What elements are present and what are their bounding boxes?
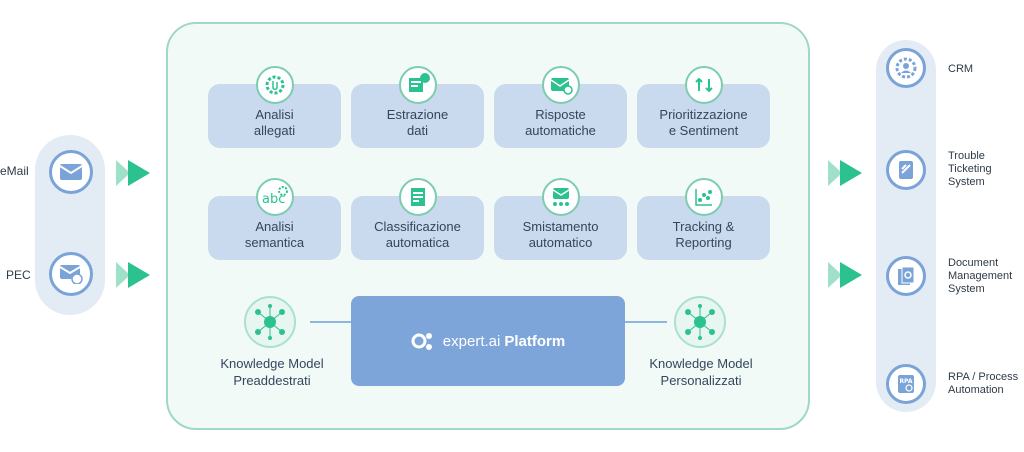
- km-label-text: Knowledge Model Preaddestrati: [220, 356, 324, 388]
- reply-envelope-icon: [542, 66, 580, 104]
- data-extraction-icon: [399, 66, 437, 104]
- pec-channel-icon: [49, 252, 93, 296]
- crm-gear-user-icon: [886, 48, 926, 88]
- module-label: Estrazione dati: [386, 107, 449, 138]
- module-label: Prioritizzazione e Sentiment: [659, 107, 748, 138]
- expertai-platform-box: expert.ai Platform: [351, 296, 625, 386]
- platform-brand-bold: Platform: [504, 332, 566, 350]
- arrow-right-icon: [116, 262, 150, 288]
- documents-gear-icon: [886, 256, 926, 296]
- module-label: Classificazione automatica: [374, 219, 461, 250]
- crm-label: CRM: [948, 63, 974, 75]
- connector-line: [625, 321, 667, 323]
- knowledge-model-preaddestrati-label: Knowledge Model Preaddestrati: [197, 355, 347, 389]
- document-management-label: Document Management System: [948, 257, 1013, 295]
- trouble-ticketing-label: Trouble Ticketing System: [948, 150, 992, 188]
- module-label: Smistamento automatico: [522, 219, 599, 250]
- arrow-right-icon: [116, 160, 150, 186]
- ticket-icon: [886, 150, 926, 190]
- output-systems-panel: [876, 40, 936, 412]
- rpa-icon: RPA: [886, 364, 926, 404]
- email-label: eMail: [0, 164, 29, 178]
- arrow-right-icon: [828, 262, 862, 288]
- document-classification-icon: [399, 178, 437, 216]
- mail-routing-icon: [542, 178, 580, 216]
- module-label: Analisi allegati: [253, 107, 296, 138]
- expertai-logo-icon: [411, 333, 432, 350]
- connector-line: [310, 321, 351, 323]
- abc-gear-icon: abc: [256, 178, 294, 216]
- knowledge-model-personalizzati-label: Knowledge Model Personalizzati: [626, 355, 776, 389]
- paperclip-gear-icon: [256, 66, 294, 104]
- network-globe-icon: [674, 296, 726, 348]
- module-label: Analisi semantica: [244, 219, 305, 250]
- priority-arrows-icon: [685, 66, 723, 104]
- envelope-icon: [59, 164, 83, 180]
- network-globe-icon: [244, 296, 296, 348]
- rpa-label: RPA / Process Automation: [948, 371, 1019, 396]
- arrow-right-icon: [828, 160, 862, 186]
- module-label: Tracking & Reporting: [672, 219, 735, 250]
- platform-brand-light: expert.ai: [442, 332, 501, 350]
- svg-text:RPA: RPA: [899, 378, 912, 385]
- svg-text:abc: abc: [262, 192, 285, 207]
- scatter-chart-icon: [685, 178, 723, 216]
- module-label: Risposte automatiche: [525, 107, 596, 138]
- email-channel-icon: [49, 150, 93, 194]
- pec-envelope-icon: [59, 265, 83, 284]
- km-label-text: Knowledge Model Personalizzati: [649, 356, 753, 388]
- pec-label: PEC: [6, 268, 31, 282]
